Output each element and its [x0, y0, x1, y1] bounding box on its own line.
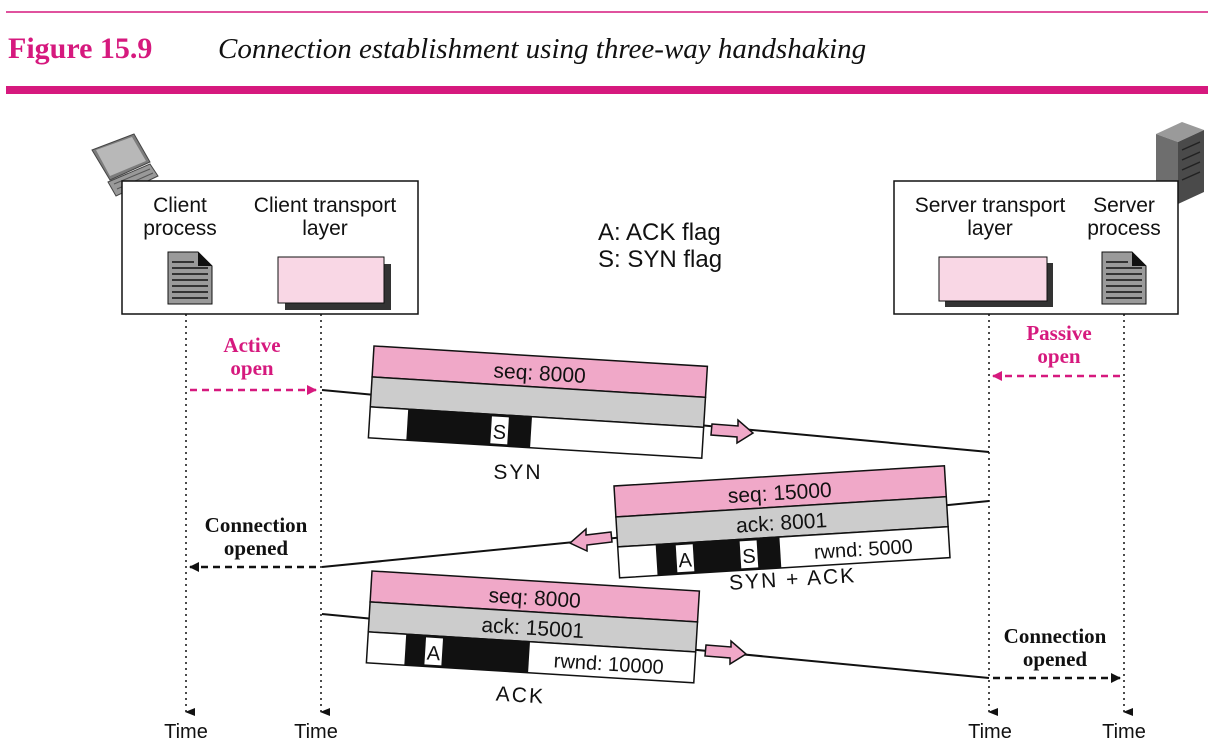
- synack-direction-arrow: [568, 527, 613, 553]
- time-label-server-transport: Time: [968, 721, 1012, 743]
- syn-segment-name: SYN: [493, 461, 542, 484]
- timelines: Time Time Time Time: [164, 314, 1146, 743]
- syn-flag-s: S: [492, 421, 507, 444]
- client-opened-label-line1: Connection: [205, 513, 308, 537]
- passive-open-event: Passive open: [992, 321, 1120, 381]
- time-label-server-process: Time: [1102, 721, 1146, 743]
- server-process-label-line2: process: [1087, 217, 1161, 240]
- ack-segment-name: ACK: [495, 683, 545, 709]
- ack-segment: A seq: 8000 ack: 15001 rwnd: 10000 ACK: [365, 570, 748, 709]
- server-transport-buffer: [938, 256, 1053, 307]
- flag-legend: A: ACK flag S: SYN flag: [598, 219, 722, 273]
- client-transport-buffer: [277, 256, 391, 310]
- client-process-label-line2: process: [143, 217, 217, 240]
- synack-flag-a: A: [678, 549, 693, 572]
- ack-seq-field: seq: 8000: [488, 584, 581, 613]
- legend-syn-flag: S: SYN flag: [598, 246, 722, 273]
- time-label-client-transport: Time: [294, 721, 338, 743]
- server-opened-label-line2: opened: [1023, 647, 1088, 671]
- ack-flag-a: A: [426, 643, 441, 666]
- syn-seq-field: seq: 8000: [493, 359, 586, 388]
- client-process-label-line1: Client: [153, 194, 207, 217]
- server-transport-label-line1: Server transport: [915, 194, 1066, 217]
- client-connection-opened-event: Connection opened: [189, 513, 316, 572]
- server-process-label-line1: Server: [1093, 194, 1155, 217]
- syn-direction-arrow: [710, 418, 755, 445]
- passive-open-label-line2: open: [1037, 344, 1081, 368]
- client-box: Client process Client transport layer: [121, 180, 419, 315]
- syn-segment: S seq: 8000 SYN: [367, 345, 755, 484]
- figure-header: Figure 15.9 Connection establishment usi…: [6, 11, 1208, 94]
- server-transport-label-line2: layer: [967, 217, 1013, 240]
- document-icon: [167, 251, 213, 305]
- server-box: Server transport layer Server process: [893, 180, 1179, 315]
- time-label-client-process: Time: [164, 721, 208, 743]
- legend-ack-flag: A: ACK flag: [598, 219, 721, 246]
- server-connection-opened-event: Connection opened: [993, 624, 1121, 683]
- synack-ack-field: ack: 8001: [735, 509, 827, 538]
- client-opened-label-line2: opened: [224, 536, 289, 560]
- active-open-event: Active open: [190, 333, 317, 395]
- client-transport-label-line1: Client transport: [254, 194, 397, 217]
- active-open-label-line2: open: [230, 356, 274, 380]
- figure-number: Figure 15.9: [8, 32, 152, 65]
- ack-direction-arrow: [704, 639, 748, 666]
- header-bottom-rule: [6, 86, 1208, 94]
- client-transport-label-line2: layer: [302, 217, 348, 240]
- figure-caption: Connection establishment using three-way…: [218, 33, 866, 65]
- passive-open-label-line1: Passive: [1026, 321, 1091, 345]
- synack-segment: A S seq: 15000 ack: 8001 rwnd: 5000 SYN …: [568, 464, 951, 595]
- active-open-label-line1: Active: [223, 333, 280, 357]
- synack-flag-s: S: [742, 545, 757, 568]
- server-opened-label-line1: Connection: [1004, 624, 1107, 648]
- document-icon: [1101, 251, 1147, 305]
- laptop-icon: [91, 133, 159, 197]
